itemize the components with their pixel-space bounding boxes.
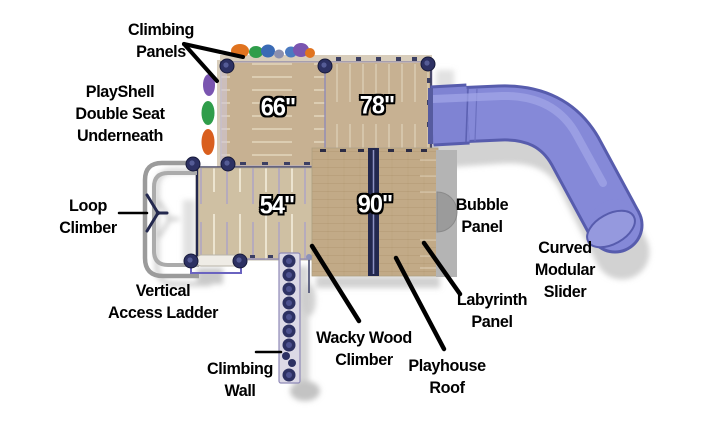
label-bubble-panel: Bubble Panel xyxy=(455,195,509,236)
arrow-labyrinth-panel xyxy=(421,240,463,297)
label-climbing-panels: Climbing Panels xyxy=(127,20,195,61)
deck-54-size: 54" xyxy=(259,191,295,220)
arrow-playhouse-roof xyxy=(393,255,447,352)
deck-78-size: 78" xyxy=(359,91,395,120)
bubble-panel-top-view xyxy=(436,150,458,277)
label-labyrinth-panel: Labyrinth Panel xyxy=(456,290,528,331)
deck-90-size: 90" xyxy=(357,190,393,219)
callout-arrows xyxy=(117,42,463,354)
label-climbing-wall: Climbing Wall xyxy=(206,359,274,400)
label-playhouse-roof: Playhouse Roof xyxy=(408,356,486,397)
label-curved-modular-slider: Curved Modular Slider xyxy=(534,238,596,301)
label-playshell-double-seat: PlayShell Double Seat Underneath xyxy=(75,82,165,145)
deck-54-top-view xyxy=(195,167,313,261)
label-wacky-wood-climber: Wacky Wood Climber xyxy=(316,328,412,369)
playhouse-roof-top-view xyxy=(311,147,439,277)
climbing-wall-top-view xyxy=(278,252,312,384)
arrow-climbing-panels-top xyxy=(182,42,245,59)
curved-modular-slider-top-view xyxy=(428,83,644,254)
arrow-climbing-panels-left xyxy=(182,42,219,83)
label-vertical-access-ladder: Vertical Access Ladder xyxy=(108,281,218,322)
roof-ridge xyxy=(368,148,379,276)
arrow-wacky-wood-climber xyxy=(309,243,362,324)
deck-66-size: 66" xyxy=(260,93,296,122)
loop-climber-top-view xyxy=(142,160,199,279)
label-loop-climber: Loop Climber xyxy=(59,196,117,237)
deck-posts xyxy=(183,56,436,269)
